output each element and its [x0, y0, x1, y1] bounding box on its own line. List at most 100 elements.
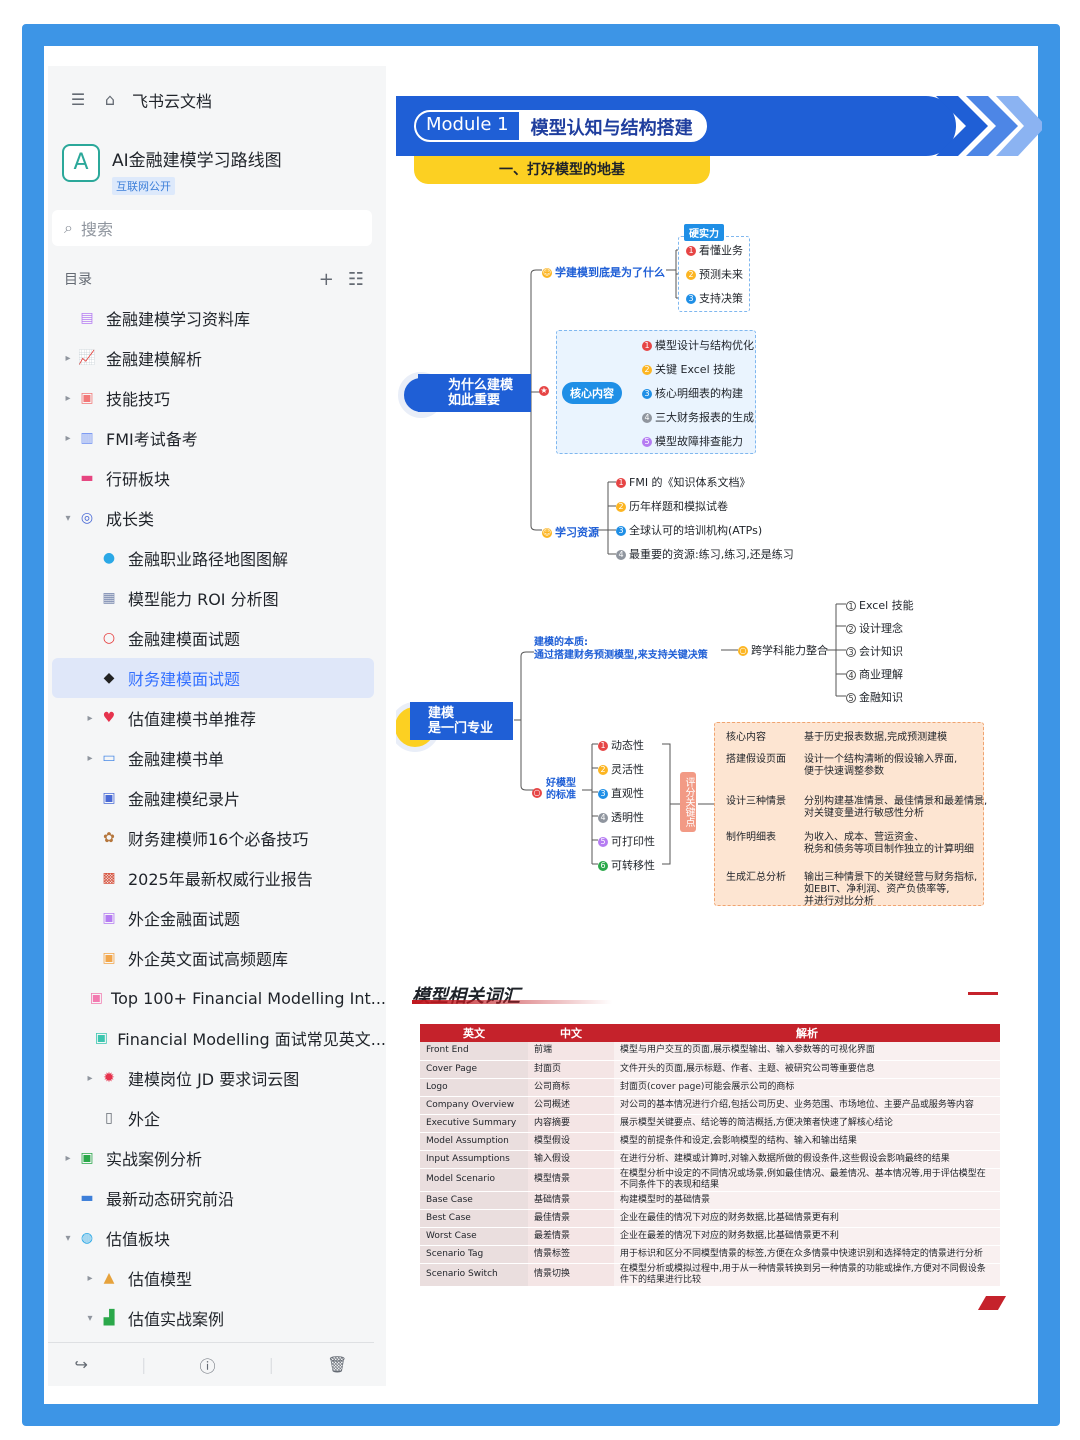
fire-icon: ▲ — [103, 1270, 115, 1286]
table-cell: Worst Case — [420, 1227, 528, 1246]
number-badge-icon: 1 — [846, 601, 856, 611]
number-badge-icon: 5 — [598, 837, 608, 847]
expand-arrow-icon[interactable]: ▸ — [87, 1272, 93, 1284]
toc-item[interactable]: ▣Financial Modelling 面试常见英文... — [48, 1018, 386, 1058]
toc-item[interactable]: ▤金融建模学习资料库 — [48, 298, 386, 338]
table-cell: Company Overview — [420, 1096, 528, 1115]
search-icon: ⌕ — [64, 218, 73, 237]
toc-item[interactable]: ▣金融建模纪录片 — [48, 778, 386, 818]
table-cell: 企业在最差的情况下对应的财务数据,比基础情景更不利 — [614, 1227, 1000, 1246]
eval-value: 基于历史报表数据,完成预测建模 — [804, 732, 948, 743]
doc-title[interactable]: AI金融建模学习路线图 — [112, 151, 282, 171]
eval-row: 搭建假设页面设计一个结构清晰的假设输入界面, 便于快速调整参数 — [726, 754, 957, 778]
toc-item[interactable]: ▸✹建模岗位 JD 要求词云图 — [48, 1058, 386, 1098]
branch-resources: ☺学习资源 — [542, 526, 599, 539]
branch-why: ☺学建模到底是为了什么 — [542, 266, 665, 279]
toc-item[interactable]: ▬行研板块 — [48, 458, 386, 498]
expand-arrow-icon[interactable]: ▾ — [65, 1232, 71, 1244]
toc-item[interactable]: ▸▥FMI考试备考 — [48, 418, 386, 458]
table-cell: Model Assumption — [420, 1132, 528, 1151]
chevron-arrows-icon — [936, 96, 1042, 156]
table-cell: Front End — [420, 1042, 528, 1061]
toc-item[interactable]: ◆财务建模面试题 — [52, 658, 374, 698]
number-badge-icon: 4 — [642, 413, 652, 423]
expand-arrow-icon[interactable]: ▸ — [87, 712, 93, 724]
toc-item[interactable]: ▾◎成长类 — [48, 498, 386, 538]
toc-item[interactable]: ▣Top 100+ Financial Modelling Int... — [48, 978, 386, 1018]
eval-key: 核心内容 — [726, 732, 766, 743]
eval-key: 设计三种情景 — [726, 796, 786, 807]
toc-item-label: 财务建模师16个必备技巧 — [128, 830, 309, 849]
number-badge-icon: 2 — [642, 365, 652, 375]
expand-arrow-icon[interactable]: ▾ — [65, 512, 71, 524]
list-settings-icon[interactable]: ☷ — [347, 269, 364, 290]
trash-icon[interactable]: 🗑 — [327, 1355, 348, 1374]
toc-item[interactable]: ○金融建模面试题 — [48, 618, 386, 658]
purple-doc-icon: ▣ — [102, 910, 116, 926]
table-corner-decoration — [977, 1296, 1007, 1310]
table-cell: 用于标识和区分不同模型情景的标签,方便在众多情景中快速识别和选择特定的情景进行分… — [614, 1245, 1000, 1264]
module-tag: Module 1 — [416, 112, 519, 140]
toc-item-label: 金融建模学习资料库 — [106, 310, 251, 329]
toc-item[interactable]: ▸♥估值建模书单推荐 — [48, 698, 386, 738]
toc-item[interactable]: ✿财务建模师16个必备技巧 — [48, 818, 386, 858]
number-badge-icon: 3 — [846, 647, 856, 657]
module-pill: Module 1 模型认知与结构搭建 — [414, 110, 707, 142]
toc-item-label: 建模岗位 JD 要求词云图 — [128, 1070, 300, 1089]
table-cell: 展示模型关键要点、结论等的简洁概括,方便决策者快速了解核心结论 — [614, 1114, 1000, 1133]
expand-arrow-icon[interactable]: ▸ — [65, 352, 71, 364]
home-icon[interactable]: ⌂ — [104, 90, 116, 109]
calendar-icon: ▦ — [102, 590, 116, 606]
mindmap1-root: 为什么建模 如此重要 — [418, 374, 532, 412]
toc-item[interactable]: ▩2025年最新权威行业报告 — [48, 858, 386, 898]
toc-item[interactable]: ▦模型能力 ROI 分析图 — [48, 578, 386, 618]
info-icon[interactable]: ⓘ — [199, 1356, 216, 1376]
toc-item[interactable]: ▣外企英文面试高频题库 — [48, 938, 386, 978]
toc-item[interactable]: ▸▭金融建模书单 — [48, 738, 386, 778]
app-title[interactable]: 飞书云文档 — [132, 92, 213, 111]
expand-arrow-icon[interactable]: ▸ — [87, 1072, 93, 1084]
eval-value: 分别构建基准情景、最佳情景和最差情景, 对关键变量进行敏感性分析 — [804, 796, 988, 819]
public-badge: 互联网公开 — [112, 177, 175, 195]
toc-item[interactable]: ▸▣实战案例分析 — [48, 1138, 386, 1178]
report-icon: ▩ — [102, 870, 116, 886]
expand-arrow-icon[interactable]: ▸ — [65, 392, 71, 404]
table-cell: 构建模型时的基础情景 — [614, 1191, 1000, 1210]
search-input[interactable]: ⌕ 搜索 — [52, 210, 372, 246]
toc-item[interactable]: ▣外企金融面试题 — [48, 898, 386, 938]
smile-icon: ☺ — [542, 268, 552, 278]
expand-arrow-icon[interactable]: ▾ — [87, 1312, 93, 1324]
toc-item[interactable]: ▬最新动态研究前沿 — [48, 1178, 386, 1218]
toc-item[interactable]: ▾◍估值板块 — [48, 1218, 386, 1258]
toc-item[interactable]: ▸📈金融建模解析 — [48, 338, 386, 378]
expand-arrow-icon[interactable]: ▸ — [65, 1152, 71, 1164]
toc-item-label: 估值模型 — [128, 1270, 193, 1289]
toc-item-label: Financial Modelling 面试常见英文... — [117, 1030, 386, 1049]
expand-arrow-icon[interactable]: ▸ — [87, 752, 93, 764]
toc-list: ▤金融建模学习资料库▸📈金融建模解析▸▣技能技巧▸▥FMI考试备考▬行研板块▾◎… — [48, 298, 386, 1338]
collapse-sidebar-icon[interactable]: ☰ — [70, 90, 86, 109]
eval-value: 设计一个结构清晰的假设输入界面, 便于快速调整参数 — [804, 754, 958, 777]
toc-item[interactable]: ▾▟估值实战案例 — [48, 1298, 386, 1338]
toc-item[interactable]: ▯外企 — [48, 1098, 386, 1138]
sidebar-header: ☰ ⌂ 飞书云文档 — [68, 88, 212, 112]
expand-arrow-icon[interactable]: ▸ — [65, 432, 71, 444]
add-icon[interactable]: + — [318, 269, 334, 290]
eval-value: 为收入、成本、营运资金、 税务和债务等项目制作独立的计算明细 — [804, 832, 974, 855]
toc-item[interactable]: ▸▣技能技巧 — [48, 378, 386, 418]
toc-item[interactable]: ▸ ▲ 估值模型 — [48, 1258, 386, 1298]
number-badge-icon: 6 — [598, 861, 608, 871]
toc-item[interactable]: ●金融职业路径地图图解 — [48, 538, 386, 578]
share-icon[interactable]: ↪ — [74, 1355, 88, 1374]
